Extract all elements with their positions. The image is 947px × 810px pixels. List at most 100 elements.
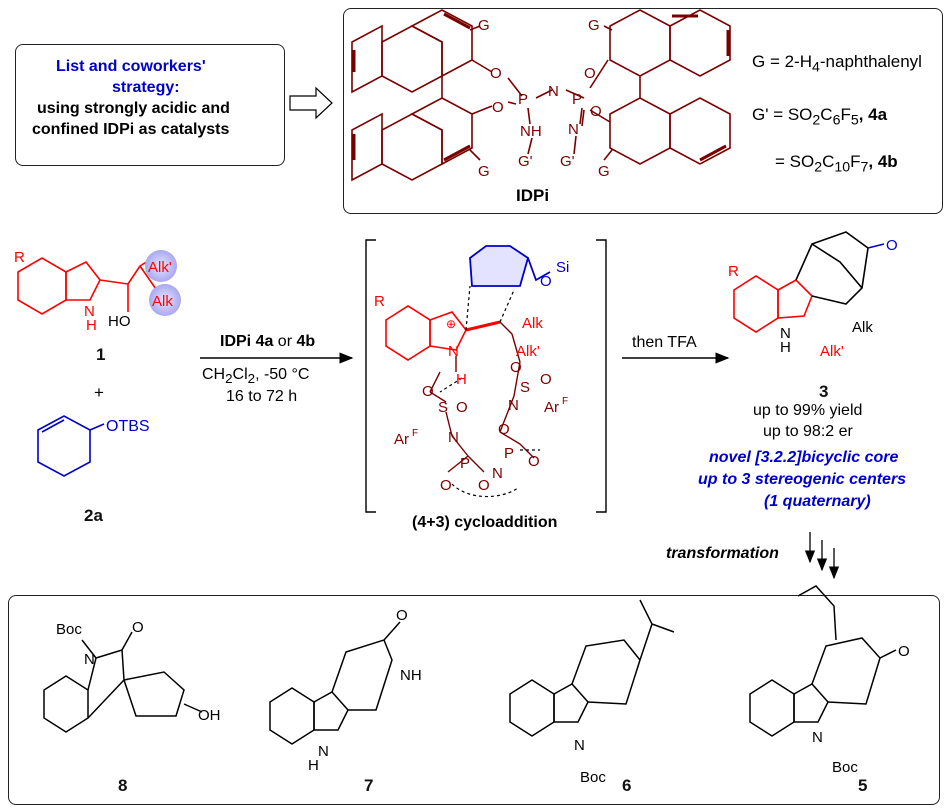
ts-catalyst	[429, 321, 535, 473]
svg-text:P: P	[504, 445, 514, 462]
product-5	[749, 585, 897, 737]
gp-definition-4a: G' = SO2C6F5, 4a	[752, 105, 888, 129]
product-7-label: 7	[364, 776, 374, 795]
compound-3	[733, 231, 885, 333]
compound-2a	[37, 415, 105, 477]
svg-text:Ar: Ar	[544, 399, 559, 416]
svg-text:N: N	[780, 325, 791, 342]
svg-text:O: O	[540, 273, 552, 290]
compound-3-atoms: R O N H Alk Alk'	[728, 237, 898, 360]
svg-text:F: F	[412, 428, 418, 439]
svg-text:OH: OH	[198, 707, 221, 724]
strategy-box	[15, 44, 285, 166]
ts-diene	[469, 245, 551, 287]
gp-definition-4b: = SO2C10F7, 4b	[775, 152, 898, 176]
svg-text:Alk': Alk'	[148, 259, 172, 276]
ts-label: (4+3) cycloaddition	[412, 514, 558, 531]
product-atoms: Boc N O OH O NH N H N Boc N Boc O	[56, 607, 910, 786]
svg-text:O: O	[490, 65, 502, 82]
svg-text:⊕: ⊕	[446, 317, 456, 331]
svg-text:O: O	[584, 65, 596, 82]
svg-text:R: R	[14, 249, 25, 266]
svg-text:R: R	[728, 263, 739, 280]
compound-2a-label: 2a	[84, 506, 103, 525]
highlight-alk	[149, 284, 181, 316]
svg-text:G: G	[478, 17, 490, 34]
strategy-line1: List and coworkers'	[56, 58, 206, 75]
svg-text:G': G'	[560, 153, 575, 170]
svg-text:NH: NH	[520, 123, 542, 140]
svg-text:N: N	[448, 429, 459, 446]
compound-1-atoms: R N H HO Alk' Alk	[14, 249, 173, 334]
open-arrow	[289, 86, 333, 120]
svg-text:O: O	[478, 477, 490, 494]
svg-text:Alk': Alk'	[820, 343, 844, 360]
svg-text:O: O	[886, 237, 898, 254]
svg-text:Ar: Ar	[394, 431, 409, 448]
novel-line2: up to 3 stereogenic centers	[698, 471, 907, 488]
svg-text:HO: HO	[108, 313, 131, 330]
svg-text:G: G	[478, 163, 490, 180]
svg-text:P: P	[460, 455, 470, 472]
svg-text:N: N	[568, 121, 579, 138]
condition-1: CH2Cl2, -50 °C	[202, 366, 310, 387]
er-text: up to 98:2 er	[763, 423, 853, 440]
idpi-label: IDPi	[516, 186, 550, 205]
condition-2: 16 to 72 h	[226, 388, 298, 405]
product-8-label: 8	[118, 776, 128, 795]
product-5-label: 5	[858, 776, 868, 795]
yield-text: up to 99% yield	[753, 402, 863, 419]
products-box	[8, 595, 940, 805]
svg-text:G: G	[588, 17, 600, 34]
svg-text:F: F	[562, 396, 568, 407]
svg-text:P: P	[518, 91, 528, 108]
strategy-line2: strategy:	[112, 79, 180, 96]
transformation-label: transformation	[666, 545, 779, 562]
idpi-structure	[351, 9, 731, 182]
svg-text:Boc: Boc	[580, 769, 606, 786]
svg-text:N: N	[574, 737, 585, 754]
catalyst-box	[343, 8, 943, 214]
svg-text:Si: Si	[556, 259, 569, 276]
svg-text:Alk: Alk	[152, 293, 173, 310]
svg-text:H: H	[456, 371, 467, 388]
svg-text:N: N	[84, 303, 95, 320]
highlight-alkp	[145, 250, 177, 282]
svg-text:O: O	[510, 359, 522, 376]
svg-text:H: H	[86, 317, 97, 334]
svg-text:Boc: Boc	[56, 621, 82, 638]
svg-text:P: P	[572, 91, 582, 108]
svg-text:H: H	[780, 339, 791, 356]
compound-1-label: 1	[96, 345, 106, 364]
svg-text:O: O	[456, 399, 468, 416]
ts-atoms: R ⊕ N H Alk Alk' O Si O S O Ar F N P O O…	[374, 259, 569, 494]
product-8	[43, 631, 203, 733]
novel-line3: (1 quaternary)	[764, 493, 871, 510]
reagent-text: IDPi 4a or 4b	[220, 333, 316, 350]
svg-text:N: N	[492, 465, 503, 482]
product-7	[269, 621, 401, 745]
svg-text:O: O	[132, 619, 144, 636]
svg-text:O: O	[440, 477, 452, 494]
svg-text:O: O	[422, 383, 434, 400]
svg-text:N: N	[812, 729, 823, 746]
svg-text:O: O	[528, 453, 540, 470]
svg-text:Alk: Alk	[852, 319, 873, 336]
strategy-line3: using strongly acidic and	[37, 100, 230, 117]
svg-text:N: N	[548, 83, 559, 100]
svg-text:G': G'	[518, 153, 533, 170]
svg-text:O: O	[492, 99, 504, 116]
product-6	[509, 599, 675, 737]
svg-text:O: O	[396, 607, 408, 624]
strategy-line4: confined IDPi as catalysts	[32, 121, 230, 138]
svg-text:G: G	[598, 163, 610, 180]
novel-line1: novel [3.2.2]bicyclic core	[709, 449, 899, 466]
svg-text:S: S	[520, 379, 530, 396]
compound-1	[17, 255, 159, 315]
svg-text:O: O	[898, 643, 910, 660]
svg-text:Alk: Alk	[522, 315, 543, 332]
compound-3-label: 3	[819, 382, 829, 401]
svg-text:N: N	[508, 397, 519, 414]
ts-brackets	[365, 239, 607, 513]
